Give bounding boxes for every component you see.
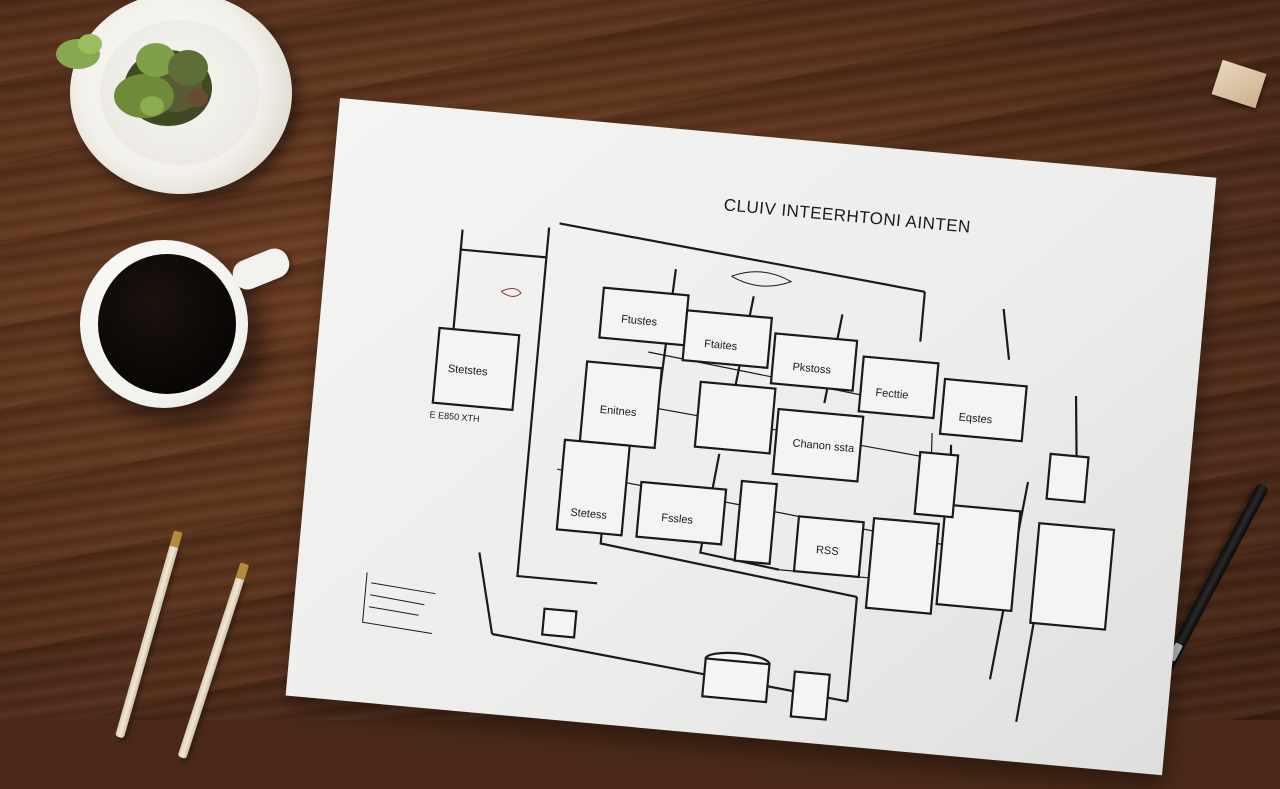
scribble-marks [362,271,793,635]
box-label: Eqstes [958,411,993,426]
succulent-icon [56,34,212,126]
box-label: Pkstoss [792,361,832,376]
box-label: Fecttie [875,387,909,402]
box-label: Enitnes [599,404,637,419]
note-label: E E850 XTH [429,409,480,423]
box-label: Stetstes [447,363,488,379]
coffee-mug-icon [80,240,248,408]
diagram-sheet: CLUIV INTEERHTONI AINTEN [285,98,1217,776]
box-label: RSS [815,544,839,558]
coffee [98,254,236,394]
box-label: Chanon ssta [792,437,855,455]
box-label: Fssles [661,512,694,527]
box-label: Ftustes [621,313,659,328]
box-label: Stetess [570,507,608,522]
box-label: Ftaites [704,338,738,353]
diagram-boxes [431,286,1116,721]
flow-diagram: Stetstes Ftustes Ftaites Pkstoss Fecttie… [362,222,1116,723]
connector-lines [451,222,1079,723]
box-labels: Stetstes Ftustes Ftaites Pkstoss Fecttie… [429,313,993,558]
